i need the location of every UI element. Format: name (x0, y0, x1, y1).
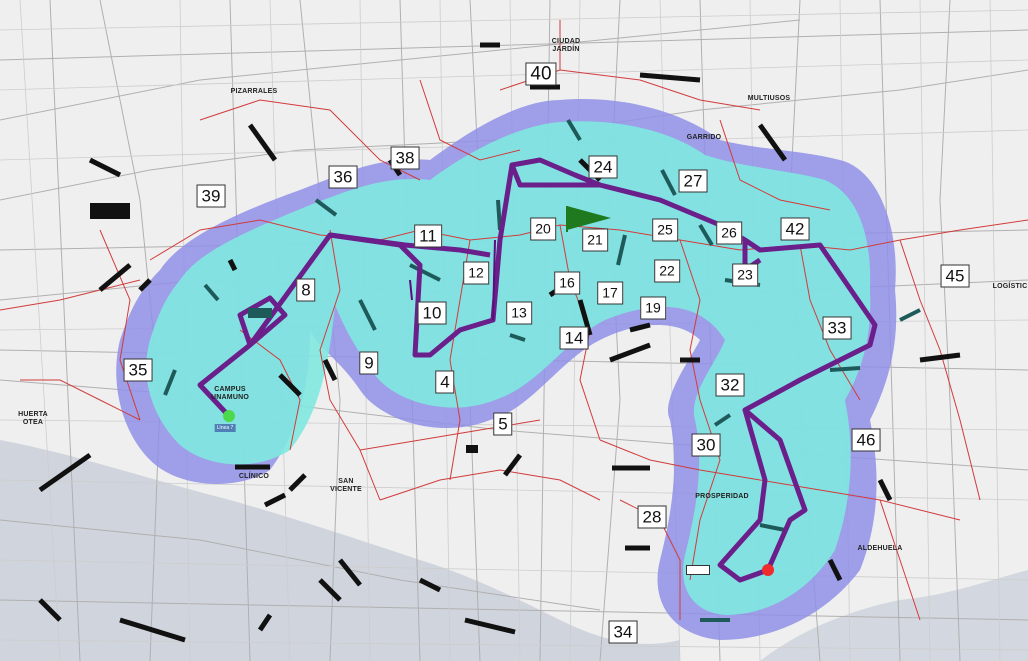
building-block (466, 445, 478, 453)
zone-34: 34 (608, 620, 638, 644)
zone-46: 46 (851, 428, 881, 452)
place-logistica: LOGÍSTIC (992, 283, 1028, 290)
zone-21: 21 (582, 228, 608, 252)
zone-42: 42 (780, 217, 810, 241)
zone-32: 32 (715, 373, 745, 397)
zone-12: 12 (463, 261, 489, 285)
zone-9: 9 (359, 351, 379, 375)
building-block (248, 308, 272, 318)
zone-45: 45 (940, 264, 970, 288)
place-campus: CAMPUS UNAMUNO (211, 386, 249, 401)
zone-8: 8 (296, 278, 316, 302)
service-buffer-inner (146, 121, 871, 616)
zone-40: 40 (525, 62, 557, 86)
zone-23: 23 (732, 263, 758, 287)
zone-14: 14 (559, 326, 589, 350)
zone-17: 17 (597, 281, 623, 305)
zone-11: 11 (414, 224, 442, 248)
place-garrido: GARRIDO (686, 134, 722, 141)
zone-24: 24 (588, 155, 618, 179)
zone-4: 4 (435, 370, 455, 394)
zone-33: 33 (822, 316, 852, 340)
zone-26: 26 (716, 221, 742, 245)
place-multiusos: MULTIUSOS (747, 95, 791, 102)
zone-28: 28 (637, 505, 667, 529)
zone-19: 19 (640, 296, 666, 320)
zone-20: 20 (530, 217, 556, 241)
zone-30: 30 (691, 433, 721, 457)
zone-27: 27 (678, 169, 708, 193)
place-aldehuela: ALDEHUELA (857, 545, 903, 552)
end-point-icon (762, 564, 774, 576)
river (0, 440, 680, 661)
zone-38: 38 (390, 146, 420, 170)
zone-39: 39 (196, 184, 226, 208)
bus-route-inner (409, 239, 496, 321)
zone-22: 22 (654, 259, 680, 283)
place-san-vicente: SAN VICENTE (330, 478, 362, 493)
zone-13: 13 (506, 301, 532, 325)
place-clinico: CLÍNICO (238, 473, 270, 480)
place-ciudad-jardin: CIUDAD JARDÍN (551, 38, 581, 53)
building-block (686, 565, 710, 575)
river-east (760, 570, 1028, 661)
place-huerta-otea: HUERTA OTEA (18, 411, 48, 426)
zone-35: 35 (123, 358, 153, 382)
start-point-icon (223, 410, 235, 422)
zone-5: 5 (493, 412, 513, 436)
zone-25: 25 (652, 218, 678, 242)
zone-36: 36 (328, 165, 358, 189)
building-block (90, 203, 130, 219)
stop-tag: Línea 7 (214, 424, 236, 432)
zone-10: 10 (417, 301, 447, 325)
flag-icon (566, 206, 611, 232)
zone-16: 16 (554, 271, 580, 295)
place-prosperidad: PROSPERIDAD (695, 493, 749, 500)
place-pizarrales: PIZARRALES (230, 88, 278, 95)
